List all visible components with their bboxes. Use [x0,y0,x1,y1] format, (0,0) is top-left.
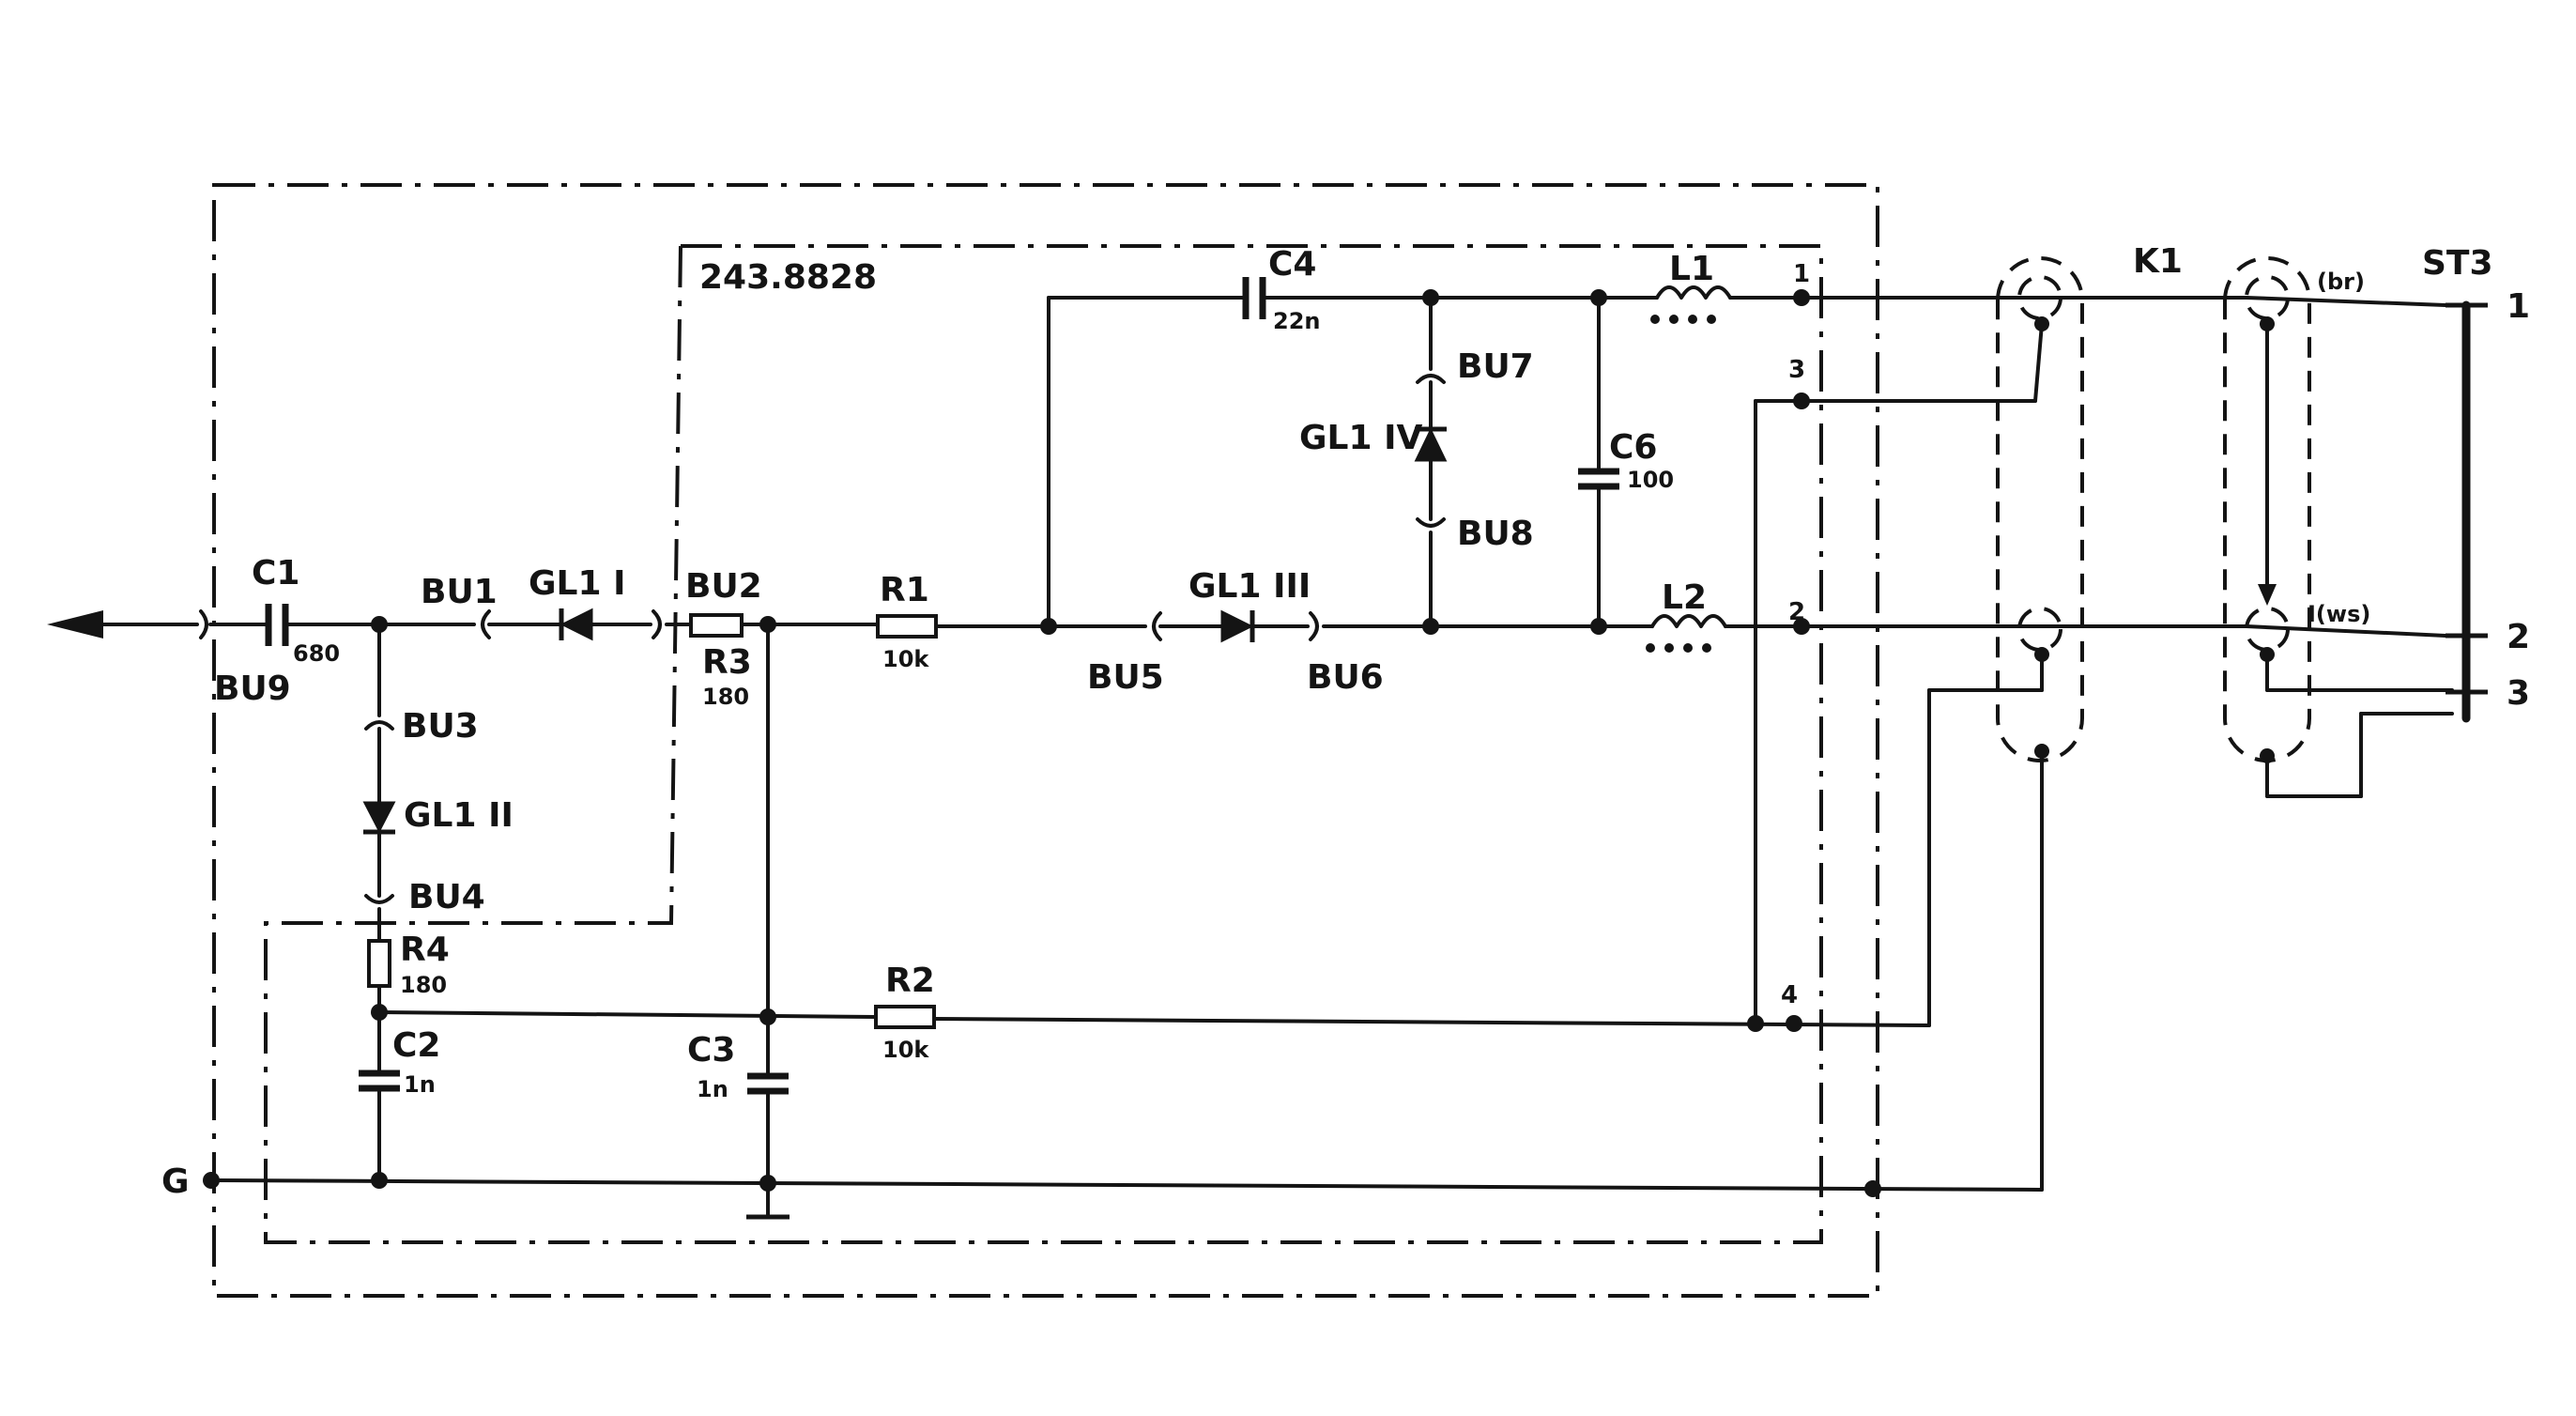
gl1-i-label: GL1 I [529,564,625,603]
gl1-iii-diode [1220,609,1254,643]
bu7-socket [1416,374,1446,384]
junction-dot [1793,618,1810,635]
junction-dot [2034,647,2049,662]
c1-value: 680 [293,640,340,667]
l1-core-dots [1650,315,1716,324]
c6-label: C6 [1609,428,1657,467]
k1-label: K1 [2133,242,2183,281]
terminal-2: 2 [1788,598,1805,626]
bu9-label: BU9 [214,670,291,708]
r2-label: R2 [885,962,935,1000]
board-id: 243.8828 [699,258,877,297]
wire [932,1017,1931,1027]
r1-resistor [876,614,938,639]
signal-output-arrow [47,610,103,639]
l1-label: L1 [1669,250,1714,288]
terminal-3: 3 [1788,356,1805,384]
gl1-iii-label: GL1 III [1188,567,1311,606]
r2-resistor [874,1005,936,1029]
bu2-socket [652,609,662,639]
outer-shield-boundary [212,183,1879,1298]
c2-value: 1n [404,1071,436,1098]
c3-value: 1n [697,1076,728,1102]
st3-label: ST3 [2422,244,2493,283]
st3-pin-1-label: 1 [2507,287,2530,326]
bu8-label: BU8 [1457,515,1534,553]
wire [2245,624,2447,638]
bu6-label: BU6 [1307,658,1384,697]
c6-value: 100 [1627,467,1674,493]
wire [377,1010,878,1019]
st3-pin-3-label: 3 [2507,674,2530,713]
c4-value: 22n [1273,308,1320,334]
r3-label: R3 [702,643,752,682]
conductor-arrow [2258,584,2277,606]
c3-label: C3 [687,1031,735,1070]
bu5-label: BU5 [1087,658,1164,697]
ground-label: G [161,1162,190,1201]
r1-value: 10k [882,646,929,672]
st3-pin-2-label: 2 [2507,618,2530,656]
wire [2245,296,2447,307]
r4-resistor [367,939,391,988]
bu4-socket [364,894,394,904]
c2-label: C2 [392,1026,440,1065]
gl1-ii-label: GL1 II [404,796,514,835]
gl1-iv-label: GL1 IV [1299,419,1422,457]
bu6-socket [1309,611,1319,641]
r3-resistor [689,613,744,638]
bu8-socket [1416,517,1446,528]
gl1-i-diode [560,608,593,641]
r1-label: R1 [880,571,929,609]
terminal-1: 1 [1793,260,1810,288]
l2-inductor [1650,614,1727,628]
ground-bus [209,1178,2044,1192]
junction-dot [2034,744,2049,759]
bu3-label: BU3 [402,707,479,746]
c4-label: C4 [1268,245,1316,284]
bu2-label: BU2 [685,567,762,606]
l1-inductor [1655,285,1732,300]
junction-dot [2034,316,2049,331]
wire [2033,322,2044,403]
ws-label: I(ws) [2308,601,2370,627]
k1-coax-1 [2017,275,2062,320]
l2-label: L2 [1662,578,1707,617]
l2-core-dots [1646,643,1711,653]
cable-2-shield [2223,256,2311,762]
bu1-socket [481,609,491,639]
bu3-socket [364,720,394,731]
junction-dot [759,1008,776,1025]
junction-dot [1793,289,1810,306]
terminal-4: 4 [1781,981,1798,1009]
junction-dot [1864,1180,1881,1197]
bu1-label: BU1 [421,573,498,611]
bu4-label: BU4 [408,878,485,916]
r2-value: 10k [882,1037,929,1063]
c1-label: C1 [252,554,299,593]
bu7-label: BU7 [1457,347,1534,386]
k1-coax-2 [2017,607,2062,652]
bn-label: (br) [2317,269,2365,295]
gl1-ii-diode [362,801,396,834]
junction-dot [2260,316,2275,331]
r3-value: 180 [702,684,749,710]
bu5-socket [1152,611,1162,641]
r4-value: 180 [400,972,447,998]
bu9-socket [199,609,208,639]
r4-label: R4 [400,931,450,969]
k1-cable-shield [1996,256,2084,762]
junction-dot [1786,1015,1802,1032]
board-boundary [264,244,1823,1244]
